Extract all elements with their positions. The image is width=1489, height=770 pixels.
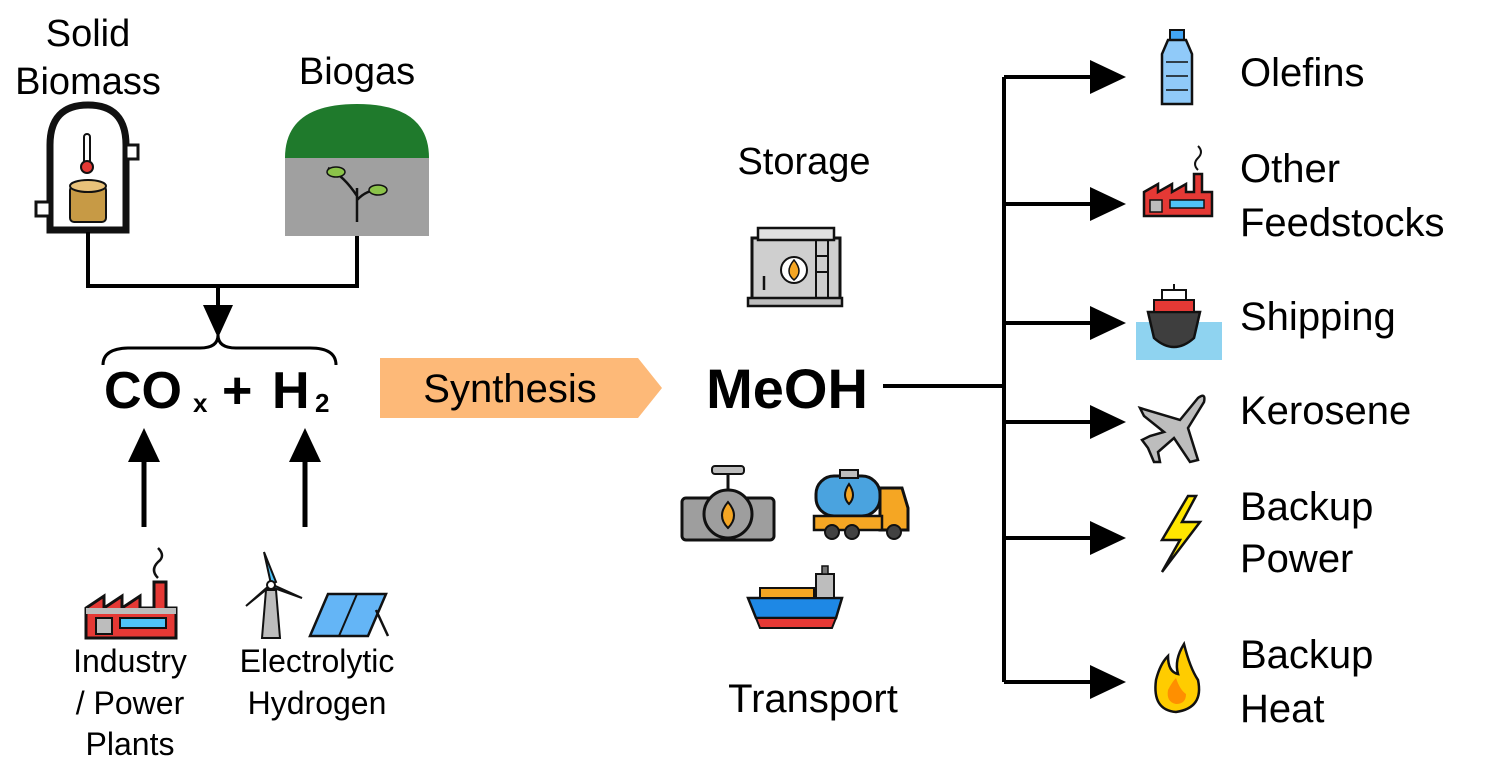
solid-biomass-label-1: Solid	[46, 13, 131, 55]
output-label-backup-power-1: Backup	[1240, 485, 1373, 529]
formula-x-subscript: x	[193, 388, 208, 418]
storage-tank-icon	[746, 226, 844, 308]
biogas-label: Biogas	[299, 51, 415, 93]
synthesis-label: Synthesis	[423, 367, 596, 411]
branch-arrowhead-0	[1090, 60, 1126, 94]
synthesis-arrow	[380, 358, 662, 418]
transport-label: Transport	[728, 677, 898, 721]
furnace-icon	[34, 101, 140, 234]
branch-arrowhead-1	[1090, 187, 1126, 221]
formula-co: CO	[104, 362, 182, 420]
electrolytic-label-1: Electrolytic	[240, 643, 395, 679]
branch-arrowhead-3	[1090, 405, 1126, 439]
output-label-olefins: Olefins	[1240, 51, 1365, 95]
output-label-shipping: Shipping	[1240, 295, 1396, 339]
distribution-lines	[883, 77, 1006, 682]
ship-icon	[1136, 284, 1222, 360]
branch-arrows	[1004, 60, 1126, 699]
industry-label-3: Plants	[86, 726, 175, 762]
factory-icon	[1142, 145, 1214, 218]
branch-arrowhead-2	[1090, 306, 1126, 340]
formula-2-subscript: 2	[315, 388, 329, 418]
output-label-backup-heat-1: Backup	[1240, 633, 1373, 677]
source-connector	[86, 232, 359, 338]
industry-label-2: / Power	[76, 685, 185, 721]
electrolytic-label-2: Hydrogen	[248, 685, 387, 721]
storage-label: Storage	[737, 141, 870, 183]
lightning-icon	[1159, 494, 1203, 573]
solar-panel-icon	[308, 592, 390, 638]
output-label-kerosene: Kerosene	[1240, 389, 1411, 433]
branch-arrowhead-4	[1090, 521, 1126, 555]
wind-turbine-icon	[245, 551, 303, 639]
output-label-feedstocks: Feedstocks	[1240, 201, 1445, 245]
flame-icon	[1154, 640, 1201, 714]
formula-h: H	[272, 362, 310, 420]
biogas-tank-icon	[285, 104, 429, 236]
meoh-label: MeOH	[706, 357, 868, 420]
formula-plus: +	[222, 362, 252, 420]
solid-biomass-label-2: Biomass	[15, 61, 161, 103]
airplane-icon	[1137, 394, 1206, 464]
up-arrows	[128, 428, 321, 527]
formula-cox-h2: CO x + H 2	[104, 362, 329, 420]
output-label-backup-heat-2: Heat	[1240, 687, 1325, 731]
pipeline-valve-icon	[680, 465, 776, 542]
tanker-truck-icon	[812, 469, 910, 540]
industry-label-1: Industry	[73, 643, 187, 679]
branch-arrowhead-5	[1090, 665, 1126, 699]
bottle-icon	[1160, 29, 1194, 106]
factory-icon	[84, 547, 178, 640]
tanker-ship-icon	[746, 565, 844, 629]
output-label-backup-power-2: Power	[1240, 537, 1353, 581]
output-label-other: Other	[1240, 147, 1340, 191]
curly-brace	[101, 334, 338, 366]
